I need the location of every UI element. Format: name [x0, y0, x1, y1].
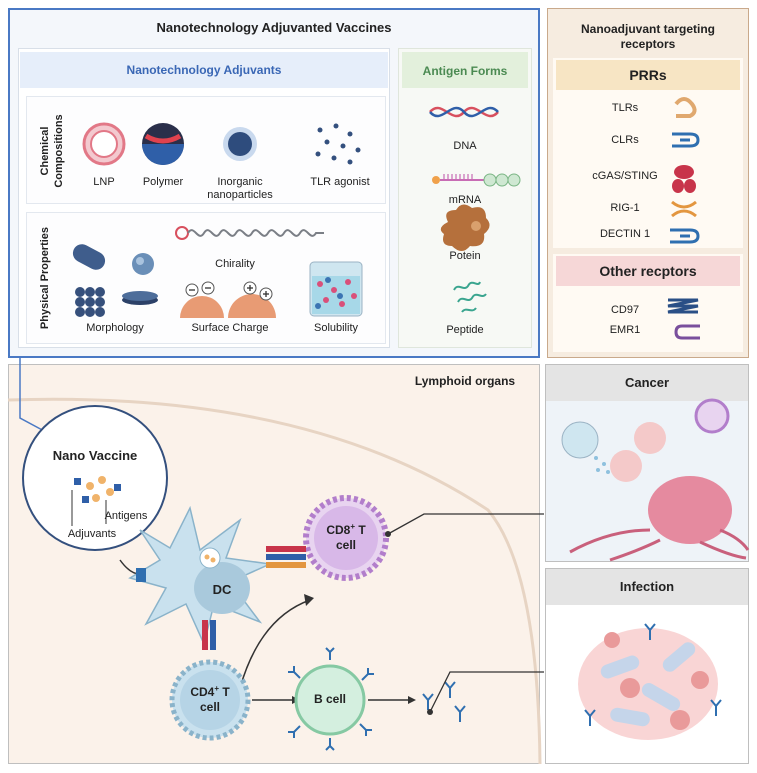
infection-title: Infection: [619, 579, 675, 594]
receptor-panel-title-line1: Nanoadjuvant targeting: [580, 22, 715, 36]
prr-item-rig1: RIG-1: [610, 202, 640, 214]
prr-item-cgas-sting: cGAS/STING: [592, 170, 658, 182]
top-panel-title: Nanotechnology Adjuvanted Vaccines: [156, 20, 392, 35]
antigen-panel: [398, 48, 532, 348]
polymer-icon: [142, 123, 184, 165]
cd8-t-cell: [266, 495, 389, 581]
clr-icon: [672, 132, 700, 148]
other-receptors-header-label: Other recptors: [599, 263, 697, 279]
cd4-label-sup: +: [214, 684, 219, 693]
tlr-icon: [674, 97, 697, 118]
antigen-item-dna: DNA: [453, 140, 477, 152]
cd4-label-text: CD4: [190, 685, 215, 699]
adjuvants-header-label: Nanotechnology Adjuvants: [126, 63, 282, 77]
organ-boundary: [7, 397, 542, 765]
physical-item-morphology: Morphology: [86, 322, 144, 334]
cd97-icon: [667, 298, 699, 314]
physical-item-surface-charge: Surface Charge: [191, 322, 269, 334]
other-item-cd97: CD97: [610, 304, 640, 316]
antigen-item-peptide: Peptide: [446, 324, 484, 336]
chemical-item-nanoparticles: nanoparticles: [207, 189, 273, 201]
dectin1-icon: [670, 228, 700, 244]
cd8-label-text: CD8: [326, 523, 351, 537]
protein-icon: [440, 204, 490, 251]
cd4-label-rest: T: [219, 685, 230, 699]
cd4-label: CD4+ T: [180, 684, 240, 699]
cd4-label-line2: cell: [199, 700, 220, 714]
cd8-label-rest: T: [355, 523, 366, 537]
mrna-icon: [432, 173, 521, 187]
antibodies: [422, 681, 466, 722]
arrow-cd4-cd8: [239, 599, 311, 689]
inorganic-nanoparticle-icon: [223, 127, 257, 161]
lnp-icon: [82, 122, 126, 166]
cgas-sting-icon: [672, 165, 696, 193]
chemical-item-lnp: LNP: [93, 176, 115, 188]
antigens-label: Antigens: [104, 510, 148, 522]
antigen-header-label: Antigen Forms: [422, 64, 508, 78]
receptor-panel-title-line2: receptors: [620, 37, 676, 51]
dc-label: DC: [212, 582, 232, 597]
solubility-icon: [309, 261, 363, 317]
cd8-label-sup: +: [350, 522, 355, 531]
cd8-label-line2: cell: [335, 538, 356, 552]
cd8-label: CD8+ T: [316, 522, 376, 537]
chemical-item-inorganic: Inorganic: [217, 176, 263, 188]
dna-icon: [429, 106, 499, 118]
connector-vaccine: [19, 358, 47, 433]
b-cell: [288, 647, 374, 751]
chirality-icon: [175, 226, 324, 240]
dendritic-cell: [128, 505, 273, 647]
morphology-icon: [72, 244, 158, 317]
other-item-emr1: EMR1: [609, 324, 641, 336]
adjuvants-label: Adjuvants: [67, 528, 117, 540]
prr-item-tlrs: TLRs: [611, 102, 639, 114]
prr-item-clrs: CLRs: [611, 134, 639, 146]
bcell-label: B cell: [313, 692, 346, 706]
physical-item-solubility: Solubility: [313, 322, 359, 334]
prr-header-label: PRRs: [629, 67, 667, 83]
cd4-t-cell: [169, 659, 251, 741]
nano-vaccine-label: Nano Vaccine: [52, 448, 138, 463]
peptide-icon: [453, 281, 487, 313]
prr-item-dectin1: DECTIN 1: [599, 228, 651, 240]
adjuvants-header: [20, 52, 388, 88]
connector-infection: [429, 671, 544, 713]
surface-charge-icon: [180, 281, 276, 318]
chemical-item-polymer: Polymer: [142, 176, 184, 188]
nano-vaccine-circle: [22, 405, 168, 551]
antigen-item-mrna: mRNA: [448, 194, 482, 206]
cancer-header: [546, 365, 748, 401]
prr-header: [556, 60, 740, 90]
tumor: [569, 476, 750, 562]
lymphoid-title: Lymphoid organs: [414, 374, 516, 388]
tlr-agonist-icon: [315, 123, 361, 165]
chemical-item-tlr-agonist: TLR agonist: [310, 176, 370, 188]
emr1-icon: [674, 324, 700, 340]
antigen-header: [402, 52, 528, 88]
nano-vaccine-particles: [71, 476, 121, 526]
connector-cancer: [387, 513, 544, 535]
antigen-item-protein: Potein: [449, 250, 481, 262]
cancer-title: Cancer: [624, 375, 670, 390]
infection-header: [546, 569, 748, 605]
rig1-icon: [671, 200, 697, 218]
physical-item-chirality: Chirality: [215, 258, 255, 270]
other-receptors-header: [556, 256, 740, 286]
